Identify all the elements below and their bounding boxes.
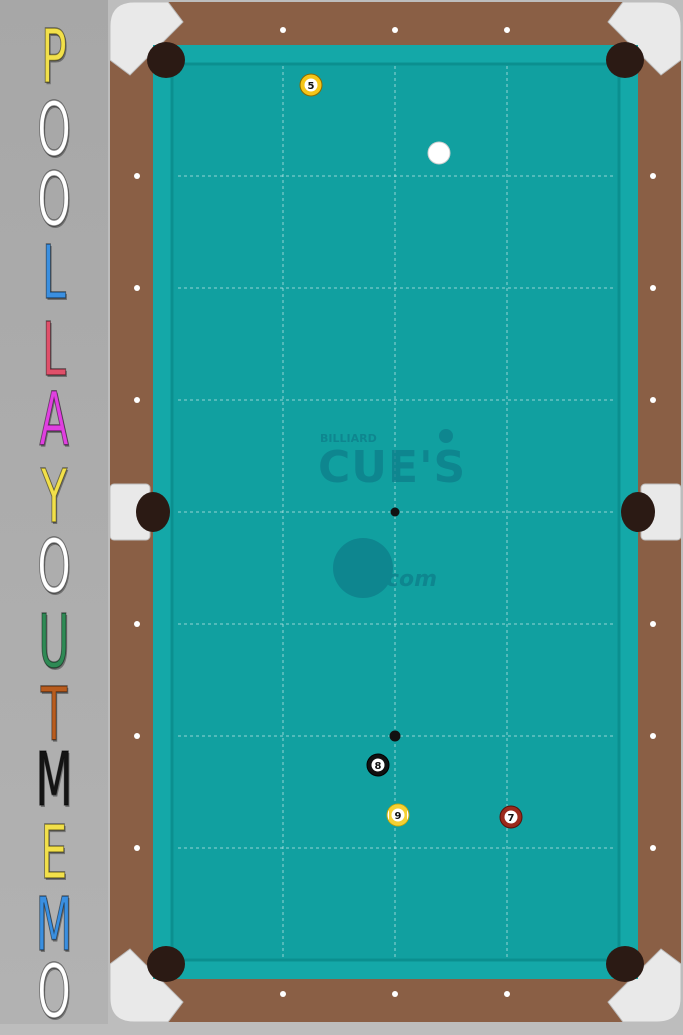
pocket-middle-right <box>621 492 655 532</box>
title-letter: O <box>37 949 72 1035</box>
pool-table[interactable]: BILLIARD CUE'S com 5 8 9 <box>108 0 683 1024</box>
pocket-middle-left <box>136 492 170 532</box>
title-letter: Y <box>40 454 68 540</box>
corner-caps <box>109 1 682 1023</box>
title-letter: E <box>40 810 68 896</box>
pockets <box>136 42 655 982</box>
pocket-top-left <box>147 42 185 78</box>
pocket-top-right <box>606 42 644 78</box>
ball-9[interactable]: 9 <box>386 803 410 827</box>
logo-d-icon <box>333 538 393 598</box>
title-letter: M <box>35 737 73 823</box>
title-letter: M <box>35 882 73 968</box>
logo-domain-text: com <box>386 567 437 592</box>
ball-7-number: 7 <box>508 813 515 824</box>
ball-9-number: 9 <box>395 811 402 822</box>
ball-8-number: 8 <box>375 761 382 772</box>
cues-logo: BILLIARD CUE'S com <box>318 429 466 598</box>
balls-layer[interactable]: 5 8 9 7 <box>299 73 523 829</box>
title-letter: T <box>40 672 68 758</box>
ball-5-number: 5 <box>308 81 315 92</box>
title-letter: L <box>42 230 67 316</box>
title-letter: A <box>39 377 69 463</box>
foot-spot <box>389 730 401 742</box>
title-letter: O <box>37 524 72 610</box>
title-letter: P <box>41 14 68 100</box>
ball-7[interactable]: 7 <box>499 805 523 829</box>
logo-cue-ball-icon <box>439 429 453 443</box>
cue-ball[interactable] <box>427 141 451 165</box>
logo-small-text: BILLIARD <box>320 432 377 445</box>
title-letter: O <box>37 87 72 173</box>
pocket-bottom-right <box>606 946 644 982</box>
title-letter: O <box>37 157 72 243</box>
title-letter: U <box>38 599 70 685</box>
title-letter: L <box>42 307 67 393</box>
ball-5[interactable]: 5 <box>299 73 323 97</box>
center-spot <box>390 507 400 517</box>
logo-main-text: CUE'S <box>318 442 466 493</box>
cushion-edge <box>170 62 621 962</box>
rail-diamonds <box>134 27 656 997</box>
ball-8[interactable]: 8 <box>366 753 390 777</box>
pocket-bottom-left <box>147 946 185 982</box>
